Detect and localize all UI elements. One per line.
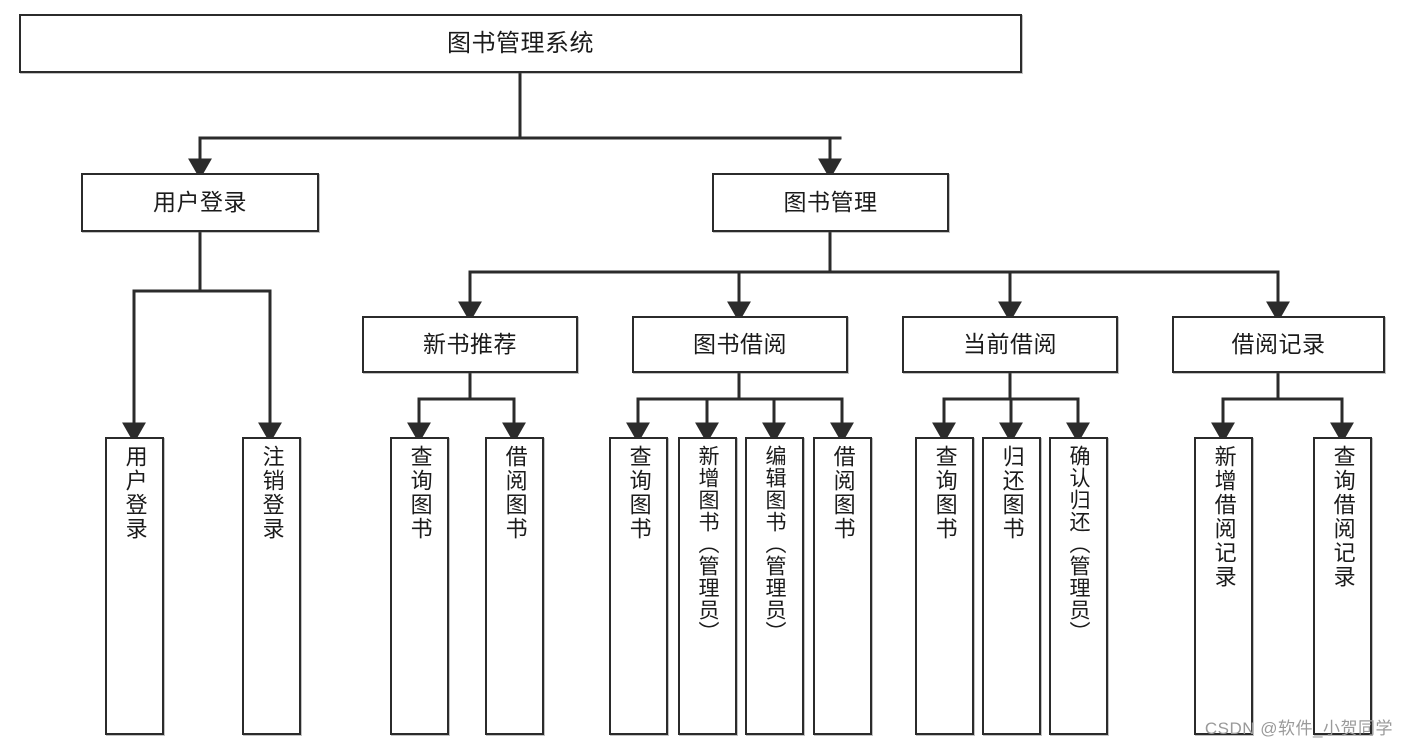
node-leaf-edit-book-label: 编辑图书（管理员） (763, 445, 787, 643)
node-current-borrow[interactable]: 当前借阅 (902, 316, 1118, 373)
node-borrow-record[interactable]: 借阅记录 (1172, 316, 1385, 373)
node-book-borrow[interactable]: 图书借阅 (632, 316, 848, 373)
node-leaf-query-book-1[interactable]: 查询图书 (390, 437, 449, 735)
node-leaf-confirm-return-label: 确认归还（管理员） (1067, 445, 1091, 643)
node-book-manage-label: 图书管理 (783, 189, 878, 216)
node-leaf-query-book-1-label: 查询图书 (407, 445, 433, 541)
node-leaf-edit-book[interactable]: 编辑图书（管理员） (745, 437, 804, 735)
node-leaf-return-book[interactable]: 归还图书 (982, 437, 1041, 735)
node-leaf-add-record[interactable]: 新增借阅记录 (1194, 437, 1253, 735)
node-leaf-query-book-2[interactable]: 查询图书 (609, 437, 668, 735)
node-leaf-query-record-label: 查询借阅记录 (1330, 445, 1356, 589)
node-leaf-add-book-label: 新增图书（管理员） (696, 445, 720, 643)
node-leaf-borrow-book-1-label: 借阅图书 (502, 445, 528, 541)
node-leaf-borrow-book-2[interactable]: 借阅图书 (813, 437, 872, 735)
node-leaf-user-login-label: 用户登录 (122, 445, 148, 541)
node-leaf-confirm-return[interactable]: 确认归还（管理员） (1049, 437, 1108, 735)
node-leaf-query-book-2-label: 查询图书 (626, 445, 652, 541)
node-user-login-label: 用户登录 (153, 189, 247, 216)
node-new-book-rec[interactable]: 新书推荐 (362, 316, 578, 373)
node-root-label: 图书管理系统 (447, 29, 594, 57)
node-user-login[interactable]: 用户登录 (81, 173, 319, 232)
node-root[interactable]: 图书管理系统 (19, 14, 1022, 73)
node-leaf-add-book[interactable]: 新增图书（管理员） (678, 437, 737, 735)
node-leaf-query-book-3-label: 查询图书 (932, 445, 958, 541)
csdn-watermark: CSDN @软件_小贺同学 (1204, 719, 1393, 738)
node-leaf-logout-label: 注销登录 (259, 445, 285, 541)
node-leaf-query-record[interactable]: 查询借阅记录 (1313, 437, 1372, 735)
node-leaf-return-book-label: 归还图书 (999, 445, 1025, 541)
node-leaf-borrow-book-1[interactable]: 借阅图书 (485, 437, 544, 735)
node-leaf-add-record-label: 新增借阅记录 (1211, 445, 1237, 589)
node-leaf-logout[interactable]: 注销登录 (242, 437, 301, 735)
node-leaf-user-login[interactable]: 用户登录 (105, 437, 164, 735)
node-book-manage[interactable]: 图书管理 (712, 173, 949, 232)
node-new-book-rec-label: 新书推荐 (423, 331, 517, 358)
node-borrow-record-label: 借阅记录 (1231, 331, 1326, 358)
node-leaf-query-book-3[interactable]: 查询图书 (915, 437, 974, 735)
node-current-borrow-label: 当前借阅 (963, 331, 1057, 358)
node-leaf-borrow-book-2-label: 借阅图书 (830, 445, 856, 541)
node-book-borrow-label: 图书借阅 (693, 331, 787, 358)
